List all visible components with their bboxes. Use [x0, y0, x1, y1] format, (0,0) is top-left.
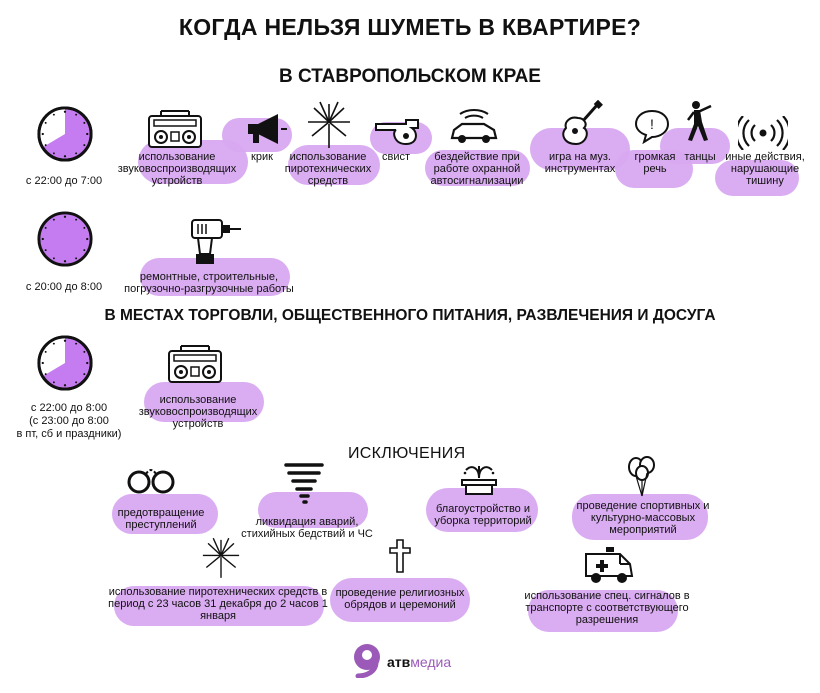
boombox-icon — [148, 110, 202, 148]
time-line: с 22:00 до 8:00 — [30, 402, 108, 414]
drill-icon — [191, 219, 241, 264]
logo-text-bold: атв — [387, 654, 411, 670]
whistle-icon — [375, 119, 419, 146]
item-label: ликвидация аварий, стихийных бедствий и … — [241, 516, 373, 540]
item-label: бездействие при работе охранной автосигн… — [430, 151, 524, 187]
highlight-blob — [715, 160, 799, 196]
item-label: благоустройство и уборка территорий — [434, 503, 532, 527]
item-label: использование пиротехнических средств — [284, 151, 372, 187]
time-range-night: с 22:00 до 7:00 — [25, 175, 103, 187]
time-range-repair: с 20:00 до 8:00 — [25, 281, 103, 293]
item-label: использование пиротехнических средств в … — [108, 586, 328, 622]
highlight-blob — [660, 128, 730, 164]
highlight-blob — [426, 488, 538, 532]
section-heading-exceptions: ИСКЛЮЧЕНИЯ — [348, 445, 466, 462]
item-label: крик — [251, 151, 273, 163]
signal-icon — [738, 116, 788, 150]
guitar-icon — [562, 100, 603, 146]
clock-icon — [37, 211, 93, 267]
item-label: громкая речь — [634, 151, 676, 175]
item-label: предотвращение преступлений — [117, 507, 205, 531]
speech-bubble-icon: ! — [634, 109, 670, 144]
highlight-blob — [528, 590, 678, 632]
item-label: использование звуковоспроизводящих устро… — [117, 151, 237, 187]
atv-logo-icon — [354, 644, 380, 678]
item-label: использование звуковоспроизводящих устро… — [138, 394, 258, 430]
tornado-icon — [284, 463, 324, 504]
dancer-icon — [687, 101, 712, 141]
fireworks-icon — [202, 537, 240, 578]
handcuffs-icon — [127, 469, 175, 494]
item-label: ремонтные, строительные, погрузочно-разг… — [124, 271, 294, 295]
fountain-icon — [461, 466, 497, 495]
item-label: проведение религиозных обрядов и церемон… — [335, 587, 465, 611]
item-label: иные действия, нарушающие тишину — [725, 151, 805, 187]
boombox-icon — [168, 345, 222, 383]
item-label: проведение спортивных и культурно-массов… — [576, 500, 710, 536]
item-label: игра на муз. инструментах — [544, 151, 616, 175]
car-alarm-icon — [450, 109, 498, 143]
clock-icon — [37, 106, 93, 162]
highlight-blob — [425, 150, 530, 186]
highlight-blob — [288, 145, 380, 185]
page-title: КОГДА НЕЛЬЗЯ ШУМЕТЬ В КВАРТИРЕ? — [178, 14, 642, 40]
time-line: в пт, сб и праздники) — [16, 428, 122, 440]
logo-text-light: медиа — [410, 654, 452, 670]
item-label: танцы — [684, 151, 716, 163]
highlight-blob — [258, 492, 368, 528]
highlight-blob — [144, 382, 264, 422]
megaphone-icon — [248, 114, 287, 144]
ambulance-icon — [585, 547, 634, 583]
cross-icon — [389, 539, 411, 573]
section-heading-public: В МЕСТАХ ТОРГОВЛИ, ОБЩЕСТВЕННОГО ПИТАНИЯ… — [104, 307, 716, 324]
clock-icon — [37, 335, 93, 391]
item-label: использование спец. сигналов в транспорт… — [524, 590, 690, 626]
item-label: свист — [381, 151, 411, 163]
highlight-blob — [572, 494, 708, 540]
svg-text:!: ! — [650, 116, 654, 132]
time-range-public: с 22:00 до 8:00 (с 23:00 до 8:00 в пт, с… — [4, 402, 134, 441]
time-line: (с 23:00 до 8:00 — [29, 415, 109, 427]
highlight-blob — [114, 586, 324, 626]
balloons-icon — [628, 456, 655, 497]
logo-text: атвмедиа — [387, 654, 451, 672]
region-subtitle: В СТАВРОПОЛЬСКОМ КРАЕ — [279, 66, 541, 87]
highlight-blob — [112, 494, 218, 534]
highlight-blob — [140, 258, 290, 296]
highlight-blob — [330, 578, 470, 622]
fireworks-icon — [308, 101, 350, 148]
